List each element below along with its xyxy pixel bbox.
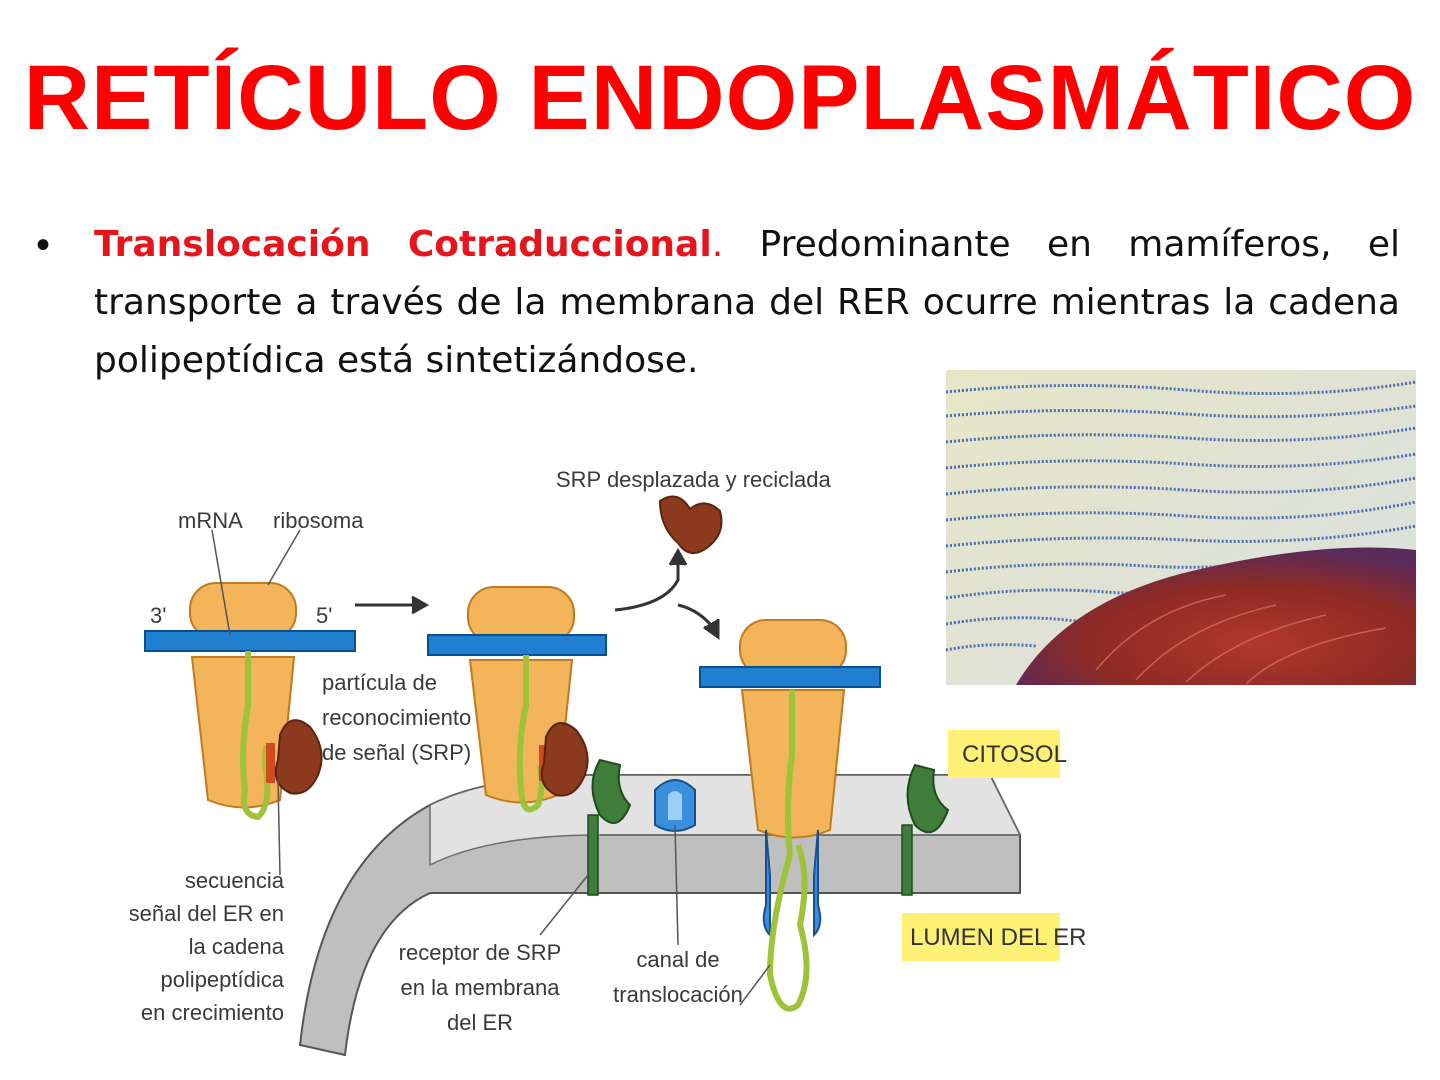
channel-label-1: canal de xyxy=(636,947,719,972)
ribosome-2 xyxy=(427,586,632,896)
rer-micrograph xyxy=(946,370,1416,685)
process-arrows xyxy=(355,547,720,640)
ribosome-label: ribosoma xyxy=(273,508,364,533)
signal-seq-label-2: señal del ER en xyxy=(130,901,284,926)
srp-label-line3: de señal (SRP) xyxy=(322,740,471,765)
bullet-body: Predominante en mamíferos, el transporte… xyxy=(94,224,1400,381)
five-prime-label: 5' xyxy=(316,603,332,628)
signal-seq-label-1: secuencia xyxy=(185,868,285,893)
channel-label-2: translocación xyxy=(613,982,743,1007)
receptor-label-2: en la membrana xyxy=(401,975,561,1000)
bullet-keyword-punct: . xyxy=(711,224,724,265)
slide-title: RETÍCULO ENDOPLASMÁTICO xyxy=(23,47,1417,149)
translocation-channel-closed xyxy=(654,779,696,832)
bullet-text: Translocación Cotraduccional. Predominan… xyxy=(94,216,1400,390)
cotranslational-translocation-diagram: mRNA ribosoma 3' 5' partícula de reconoc… xyxy=(130,467,1086,1057)
three-prime-label: 3' xyxy=(150,603,166,628)
receptor-label-1: receptor de SRP xyxy=(399,940,562,965)
ribosome-3 xyxy=(699,619,950,1012)
signal-seq-label-5: en crecimiento xyxy=(141,1000,284,1025)
er-lumen-label: LUMEN DEL ER xyxy=(910,924,1086,951)
cytosol-label: CITOSOL xyxy=(962,741,1067,768)
ribosome-1 xyxy=(144,582,356,821)
signal-seq-label-3: la cadena xyxy=(189,934,285,959)
signal-seq-label-4: polipeptídica xyxy=(160,967,284,992)
er-lumen-box xyxy=(902,913,1060,961)
bullet-point: • Translocación Cotraduccional. Predomin… xyxy=(36,216,1400,390)
cytosol-box xyxy=(948,730,1060,778)
srp-displaced-label: SRP desplazada y reciclada xyxy=(556,467,832,492)
receptor-label-3: del ER xyxy=(447,1010,513,1035)
bullet-keyword: Translocación Cotraduccional xyxy=(94,224,712,265)
leader-lines xyxy=(211,529,771,1006)
bullet-icon: • xyxy=(36,223,51,267)
displaced-srp xyxy=(658,495,723,554)
srp-label-line2: reconocimiento xyxy=(322,705,471,730)
srp-label-line1: partícula de xyxy=(322,670,437,695)
mrna-label: mRNA xyxy=(178,508,243,533)
